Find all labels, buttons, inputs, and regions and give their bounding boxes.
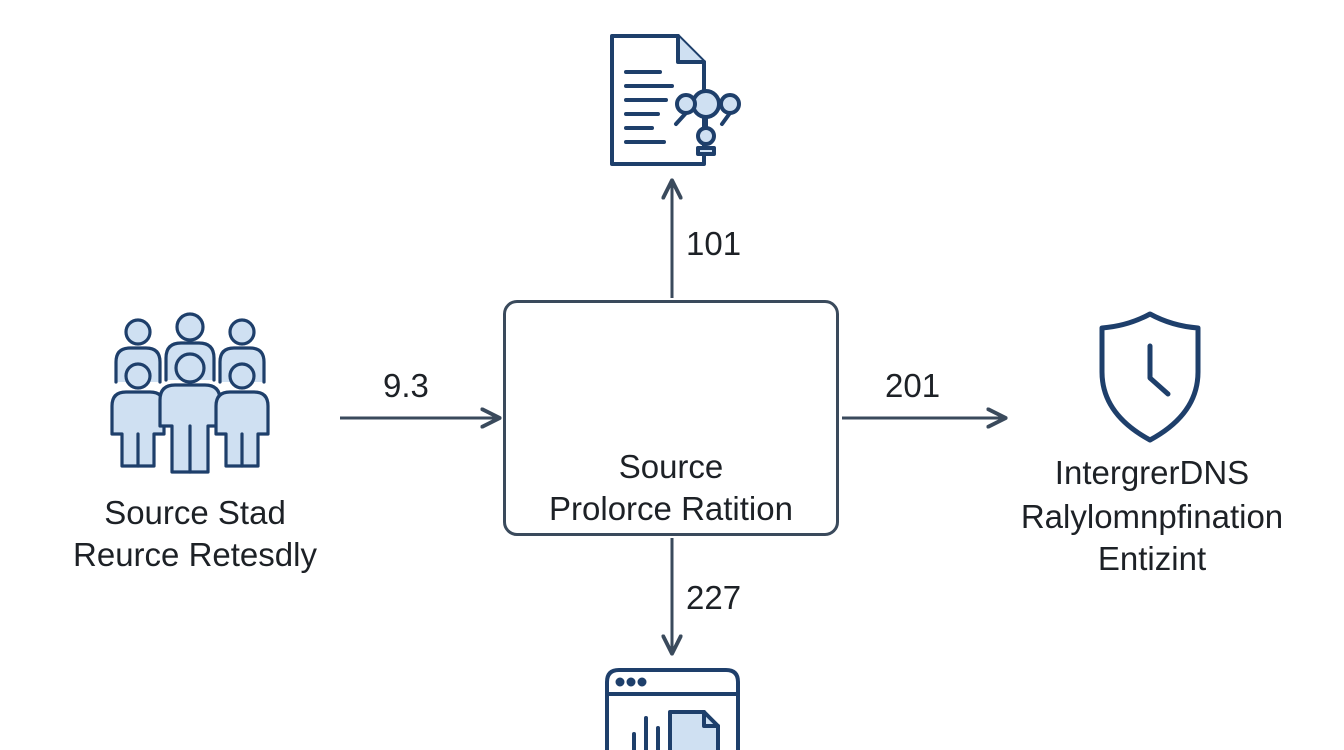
document-network-icon: [610, 34, 741, 166]
right-node-label-line3: Entizint: [1097, 540, 1207, 577]
center-node-label-line1: Source: [618, 448, 724, 485]
edge-label-bottom: 227: [686, 579, 742, 616]
people-group-icon: [110, 312, 270, 474]
center-node-label-line2: Prolorce Ratition: [549, 490, 793, 527]
right-node-label-line1: IntergrerDNS: [1054, 454, 1250, 491]
source-node-label-line1: Source Stad: [104, 494, 286, 531]
shield-clock-icon: [1099, 311, 1201, 443]
browser-chart-document-icon: [605, 668, 740, 750]
right-node-label-line2: Ralylomnpfination: [1020, 498, 1284, 535]
edge-label-right: 201: [885, 367, 941, 404]
edge-label-left: 9.3: [383, 367, 429, 404]
source-node-label-line2: Reurce Retesdly: [73, 536, 317, 573]
center-process-box[interactable]: [503, 300, 839, 536]
edge-label-top: 101: [686, 225, 742, 262]
